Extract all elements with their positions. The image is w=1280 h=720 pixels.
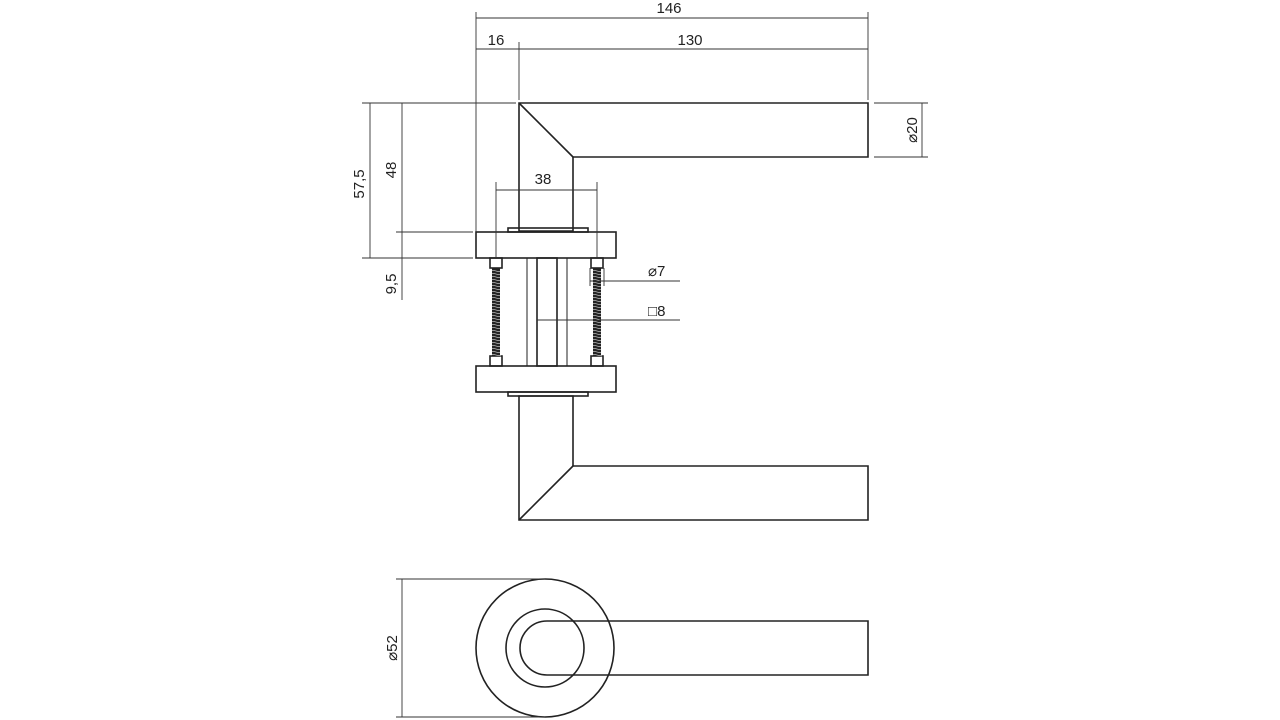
dimension-upper-height-label: 57,5 bbox=[351, 169, 368, 198]
thread-mark bbox=[591, 284, 603, 288]
thread-mark bbox=[591, 308, 603, 312]
dimension-rose-thickness-label: 9,5 bbox=[383, 274, 400, 295]
thread-mark bbox=[490, 281, 502, 285]
thread-mark bbox=[490, 341, 502, 345]
dimension-screw-diameter: ⌀7 bbox=[589, 263, 680, 286]
dimension-overall-length: 146 bbox=[475, 0, 869, 232]
thread-mark bbox=[591, 305, 603, 309]
lower-rose bbox=[475, 365, 617, 397]
diameter-symbol: ⌀ bbox=[904, 134, 921, 143]
thread-mark bbox=[490, 326, 502, 330]
spindle bbox=[526, 257, 568, 367]
thread-mark bbox=[490, 317, 502, 321]
thread-mark bbox=[490, 308, 502, 312]
thread-mark bbox=[490, 269, 502, 273]
square-symbol: □ bbox=[648, 303, 657, 320]
thread-mark bbox=[591, 335, 603, 339]
dimension-lever-length: 16 130 bbox=[476, 32, 868, 100]
thread-mark bbox=[490, 275, 502, 279]
thread-mark bbox=[591, 287, 603, 291]
thread-mark bbox=[591, 293, 603, 297]
fixing-screw-left bbox=[489, 257, 503, 367]
thread-mark bbox=[591, 281, 603, 285]
thread-mark bbox=[490, 305, 502, 309]
thread-mark bbox=[591, 314, 603, 318]
dimension-rose-diameter: ⌀52 bbox=[384, 578, 545, 718]
thread-mark bbox=[591, 326, 603, 330]
dimension-screw-spacing: 38 bbox=[495, 171, 598, 258]
dimension-lever-length-label: 130 bbox=[677, 32, 702, 49]
diameter-symbol: ⌀ bbox=[384, 652, 401, 661]
thread-mark bbox=[591, 311, 603, 315]
thread-mark bbox=[591, 338, 603, 342]
thread-mark bbox=[591, 344, 603, 348]
svg-text:⌀52: ⌀52 bbox=[384, 635, 401, 661]
thread-mark bbox=[591, 323, 603, 327]
thread-mark bbox=[591, 290, 603, 294]
thread-mark bbox=[591, 350, 603, 354]
upper-rose bbox=[475, 227, 617, 259]
top-view bbox=[475, 578, 869, 718]
thread-mark bbox=[490, 332, 502, 336]
thread-mark bbox=[490, 302, 502, 306]
fixing-screw-right bbox=[590, 257, 604, 367]
thread-mark bbox=[490, 347, 502, 351]
thread-mark bbox=[490, 293, 502, 297]
dimension-overall-length-label: 146 bbox=[656, 0, 681, 17]
dimension-spindle-square: □8 bbox=[537, 303, 680, 321]
thread-mark bbox=[490, 299, 502, 303]
thread-mark bbox=[490, 350, 502, 354]
dimension-lever-height-label: 48 bbox=[383, 162, 400, 179]
dimension-lever-diameter-label: 20 bbox=[904, 117, 921, 134]
thread-mark bbox=[591, 269, 603, 273]
dimension-rose-offset-label: 16 bbox=[488, 32, 505, 49]
svg-text:□8: □8 bbox=[648, 303, 665, 320]
dimension-screw-diameter-label: 7 bbox=[657, 263, 665, 280]
thread-mark bbox=[591, 341, 603, 345]
thread-mark bbox=[490, 320, 502, 324]
dimension-spindle-square-label: 8 bbox=[657, 303, 665, 320]
dimension-lever-diameter: ⌀20 bbox=[874, 102, 928, 158]
thread-mark bbox=[591, 299, 603, 303]
thread-mark bbox=[490, 278, 502, 282]
svg-text:⌀7: ⌀7 bbox=[648, 263, 665, 280]
thread-mark bbox=[591, 353, 603, 357]
thread-mark bbox=[490, 287, 502, 291]
thread-mark bbox=[490, 344, 502, 348]
diameter-symbol: ⌀ bbox=[648, 263, 657, 280]
svg-text:⌀20: ⌀20 bbox=[904, 117, 921, 143]
thread-mark bbox=[490, 290, 502, 294]
thread-mark bbox=[490, 323, 502, 327]
thread-mark bbox=[591, 275, 603, 279]
upper-lever bbox=[518, 102, 869, 232]
thread-mark bbox=[490, 338, 502, 342]
thread-mark bbox=[490, 311, 502, 315]
lower-lever bbox=[518, 395, 869, 521]
thread-mark bbox=[591, 272, 603, 276]
dimension-screw-spacing-label: 38 bbox=[535, 171, 552, 188]
thread-mark bbox=[490, 353, 502, 357]
dimension-rose-diameter-label: 52 bbox=[384, 635, 401, 652]
thread-mark bbox=[591, 332, 603, 336]
thread-mark bbox=[591, 320, 603, 324]
dimension-heights: 57,5 48 9,5 bbox=[351, 102, 516, 300]
thread-mark bbox=[490, 329, 502, 333]
thread-mark bbox=[591, 329, 603, 333]
thread-mark bbox=[591, 296, 603, 300]
thread-mark bbox=[490, 284, 502, 288]
thread-mark bbox=[490, 296, 502, 300]
thread-mark bbox=[490, 314, 502, 318]
thread-mark bbox=[490, 335, 502, 339]
thread-mark bbox=[591, 302, 603, 306]
thread-mark bbox=[490, 272, 502, 276]
thread-mark bbox=[591, 347, 603, 351]
